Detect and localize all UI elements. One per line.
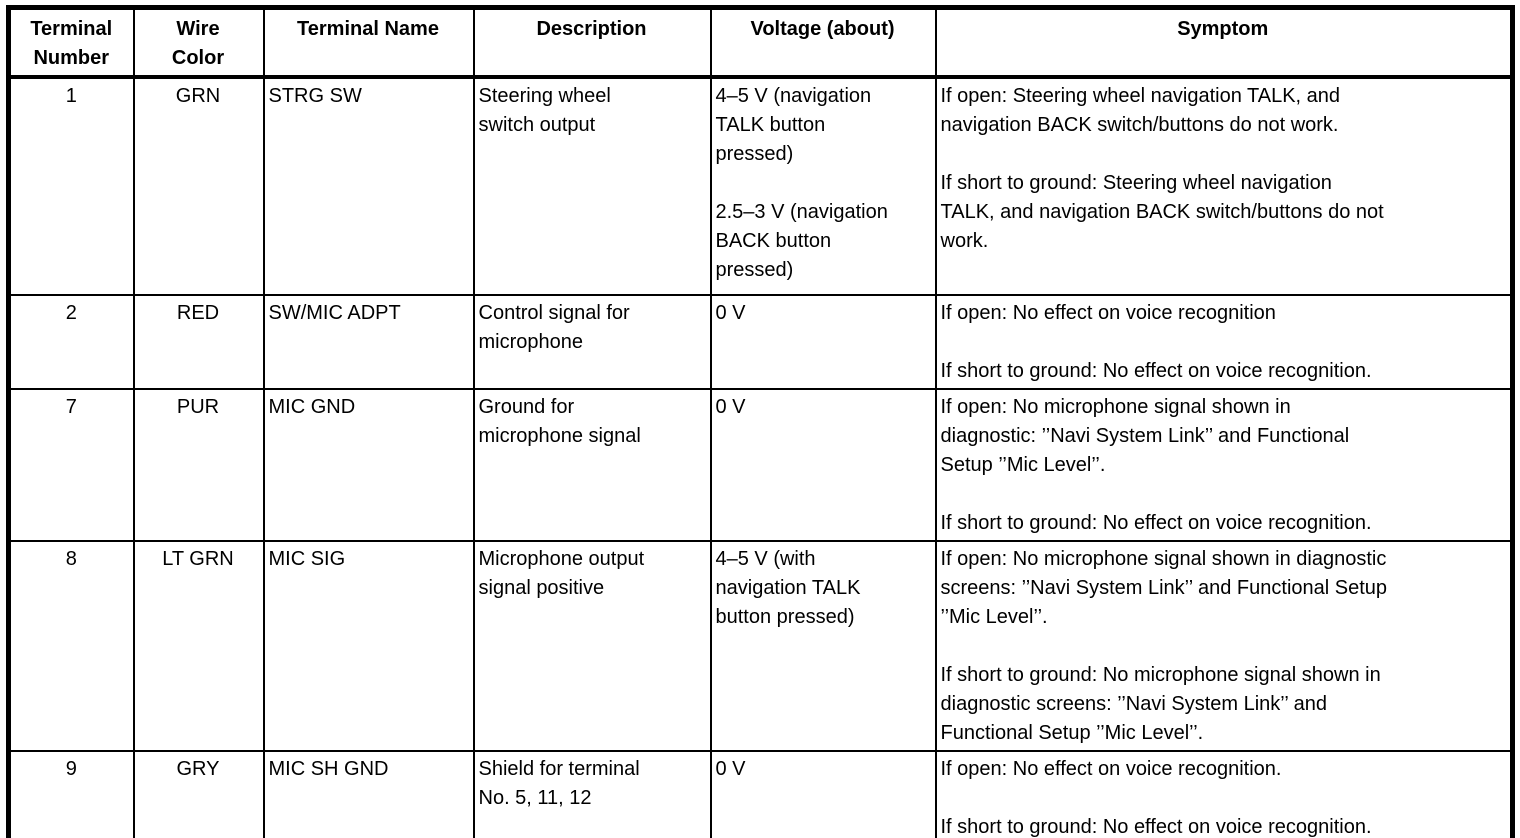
cell-terminal-number: 9 [7,750,135,838]
cell-wire-color: GRY [132,750,265,838]
cell-voltage: 0 V [709,388,937,542]
cell-terminal-number: 1 [7,76,135,296]
column-header-voltage: Voltage (about) [709,6,937,79]
column-header-terminal-name: Terminal Name [262,6,475,79]
cell-terminal-number: 2 [7,294,135,390]
cell-terminal-name: MIC GND [262,388,475,542]
cell-terminal-name: MIC SIG [262,540,475,752]
cell-wire-color: LT GRN [132,540,265,752]
cell-symptom: If open: Steering wheel navigation TALK,… [934,76,1514,296]
cell-symptom: If open: No microphone signal shown in d… [934,540,1514,752]
cell-wire-color: PUR [132,388,265,542]
cell-wire-color: RED [132,294,265,390]
cell-voltage: 0 V [709,750,937,838]
column-header-symptom: Symptom [934,6,1514,79]
cell-terminal-name: MIC SH GND [262,750,475,838]
cell-symptom: If open: No effect on voice recognition.… [934,750,1514,838]
cell-terminal-name: STRG SW [262,76,475,296]
cell-terminal-number: 8 [7,540,135,752]
cell-terminal-name: SW/MIC ADPT [262,294,475,390]
cell-terminal-number: 7 [7,388,135,542]
column-header-description: Description [472,6,712,79]
cell-voltage: 0 V [709,294,937,390]
cell-wire-color: GRN [132,76,265,296]
